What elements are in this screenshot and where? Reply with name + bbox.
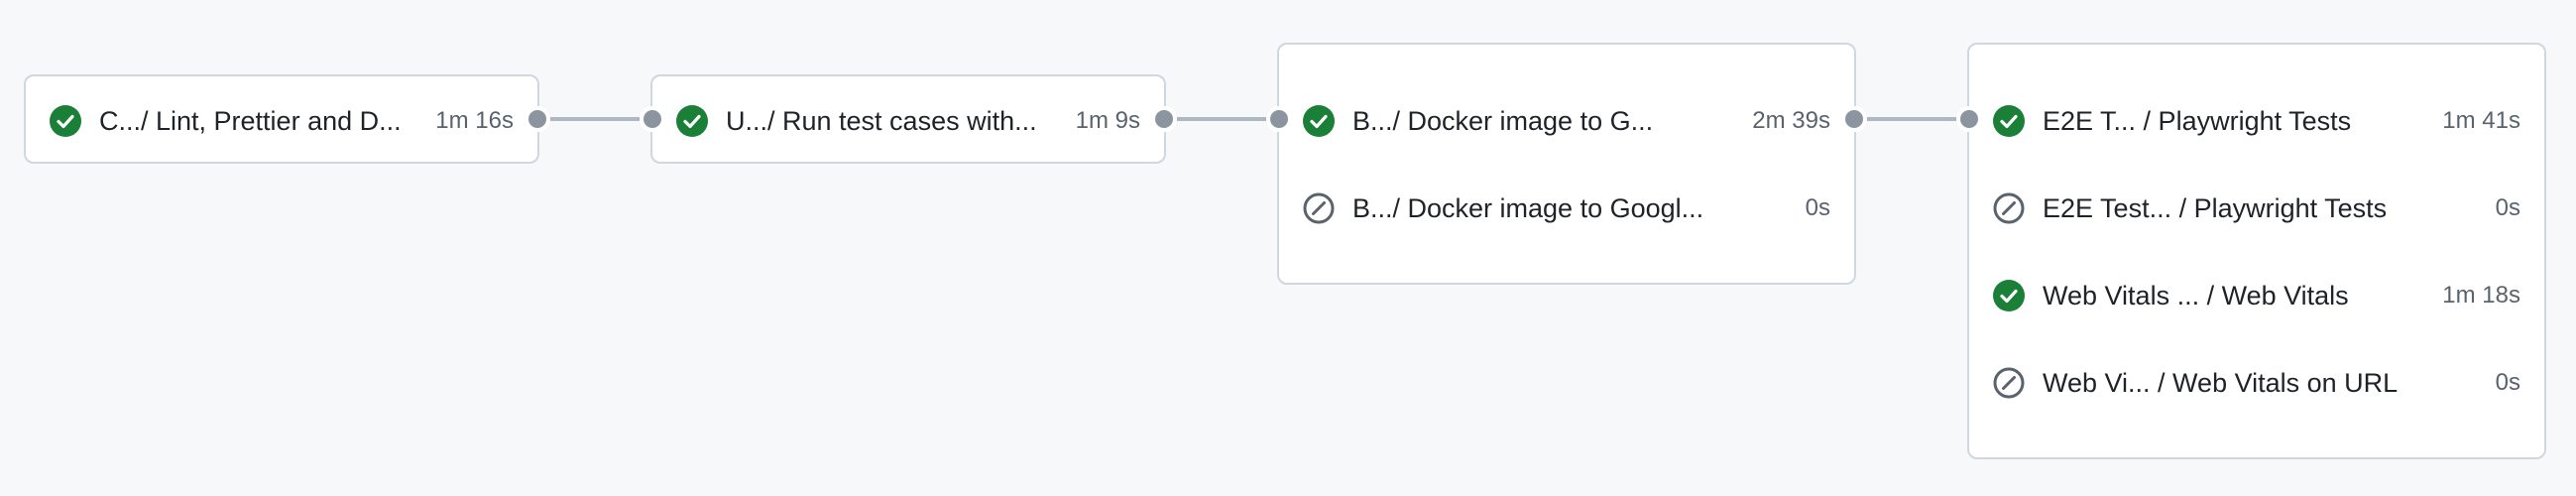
stage-card-lint: C.../ Lint, Prettier and D... 1m 16s [24,74,539,164]
job-duration: 0s [1805,194,1830,221]
job-duration: 2m 39s [1752,107,1830,134]
job-duration: 1m 18s [2442,282,2520,309]
check-circle-icon [676,105,708,137]
job-duration: 1m 9s [1075,107,1140,134]
job-web-vitals-url[interactable]: Web Vi... / Web Vitals on URL 0s [1969,358,2544,408]
job-duration: 0s [2495,194,2520,221]
connector-dot [1841,106,1867,132]
job-name: U.../ Run test cases with... [726,106,1037,136]
job-name: B.../ Docker image to G... [1352,106,1654,136]
job-duration: 0s [2495,369,2520,396]
job-name: Web Vi... / Web Vitals on URL [2043,368,2399,398]
check-circle-icon [1993,280,2025,311]
skipped-icon [1993,367,2025,399]
check-circle-icon [1303,105,1335,137]
job-docker-deploy[interactable]: B.../ Docker image to Googl... 0s [1279,184,1854,233]
stage-card-e2e-vitals: E2E T... / Playwright Tests 1m 41s E2E T… [1967,43,2546,459]
job-duration: 1m 16s [435,107,514,134]
connector-dot [1151,106,1177,132]
job-web-vitals[interactable]: Web Vitals ... / Web Vitals 1m 18s [1969,271,2544,320]
stage-card-unit-tests: U.../ Run test cases with... 1m 9s [650,74,1166,164]
job-unit-tests[interactable]: U.../ Run test cases with... 1m 9s [652,96,1164,146]
job-e2e-playwright-skipped[interactable]: E2E Test... / Playwright Tests 0s [1969,184,2544,233]
check-circle-icon [1993,105,2025,137]
check-circle-icon [50,105,81,137]
job-name: E2E Test... / Playwright Tests [2043,193,2388,223]
stage-connector-1-2 [537,117,652,121]
job-name: Web Vitals ... / Web Vitals [2043,281,2349,310]
job-name: C.../ Lint, Prettier and D... [99,106,402,136]
stage-connector-2-3 [1164,117,1279,121]
skipped-icon [1993,192,2025,224]
connector-dot [640,106,665,132]
job-docker-build[interactable]: B.../ Docker image to G... 2m 39s [1279,96,1854,146]
job-lint[interactable]: C.../ Lint, Prettier and D... 1m 16s [26,96,537,146]
job-e2e-playwright[interactable]: E2E T... / Playwright Tests 1m 41s [1969,96,2544,146]
stage-card-docker: B.../ Docker image to G... 2m 39s B.../ … [1277,43,1856,285]
job-duration: 1m 41s [2442,107,2520,134]
connector-dot [525,106,550,132]
stage-connector-3-4 [1854,117,1969,121]
connector-dot [1266,106,1292,132]
connector-dot [1956,106,1982,132]
job-name: E2E T... / Playwright Tests [2043,106,2352,136]
job-name: B.../ Docker image to Googl... [1352,193,1704,223]
skipped-icon [1303,192,1335,224]
